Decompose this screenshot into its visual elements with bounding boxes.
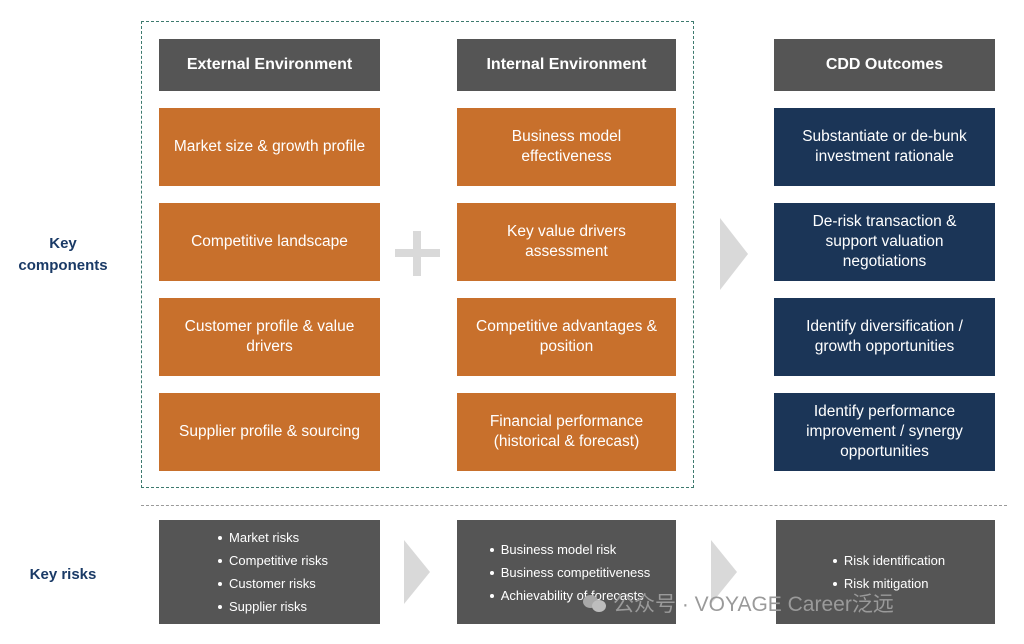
arrow-right-icon xyxy=(404,540,430,604)
risk-item: Supplier risks xyxy=(218,595,328,618)
environment-group-box xyxy=(141,21,694,488)
row-label-key-risks: Key risks xyxy=(29,566,97,583)
risk-item: Risk identification xyxy=(832,549,945,572)
internal-item: Business model effectiveness xyxy=(457,108,676,186)
risk-item: Market risks xyxy=(218,526,328,549)
risk-item: Risk mitigation xyxy=(832,572,945,595)
header-internal-environment: Internal Environment xyxy=(457,39,676,91)
risk-item: Business model risk xyxy=(489,538,651,561)
header-cdd-outcomes: CDD Outcomes xyxy=(774,39,995,91)
watermark: 公众号 · VOYAGE Career泛远 xyxy=(583,589,894,617)
risk-item: Customer risks xyxy=(218,572,328,595)
header-external-environment: External Environment xyxy=(159,39,380,91)
internal-item: Key value drivers assessment xyxy=(457,203,676,281)
plus-icon xyxy=(395,231,440,276)
outcome-item: Identify performance improvement / syner… xyxy=(774,393,995,471)
internal-item: Competitive advantages & position xyxy=(457,298,676,376)
outcome-risks-box: Risk identification Risk mitigation xyxy=(776,520,995,624)
arrow-right-icon xyxy=(711,540,737,604)
row-label-key-components: Key components xyxy=(18,235,108,274)
external-item: Competitive landscape xyxy=(159,203,380,281)
internal-risks-box: Business model risk Business competitive… xyxy=(457,520,676,624)
wechat-icon xyxy=(583,593,607,613)
outcome-item: Substantiate or de-bunk investment ratio… xyxy=(774,108,995,186)
external-item: Customer profile & value drivers xyxy=(159,298,380,376)
section-divider xyxy=(141,505,1007,506)
watermark-text: 公众号 · VOYAGE Career泛远 xyxy=(613,593,894,616)
internal-item: Financial performance (historical & fore… xyxy=(457,393,676,471)
external-risks-box: Market risks Competitive risks Customer … xyxy=(159,520,380,624)
outcome-item: De-risk transaction & support valuation … xyxy=(774,203,995,281)
external-item: Market size & growth profile xyxy=(159,108,380,186)
arrow-right-icon xyxy=(720,218,748,290)
external-item: Supplier profile & sourcing xyxy=(159,393,380,471)
risk-item: Competitive risks xyxy=(218,549,328,572)
outcome-item: Identify diversification / growth opport… xyxy=(774,298,995,376)
risk-item: Achievability of forecasts xyxy=(489,584,651,607)
risk-item: Business competitiveness xyxy=(489,561,650,584)
